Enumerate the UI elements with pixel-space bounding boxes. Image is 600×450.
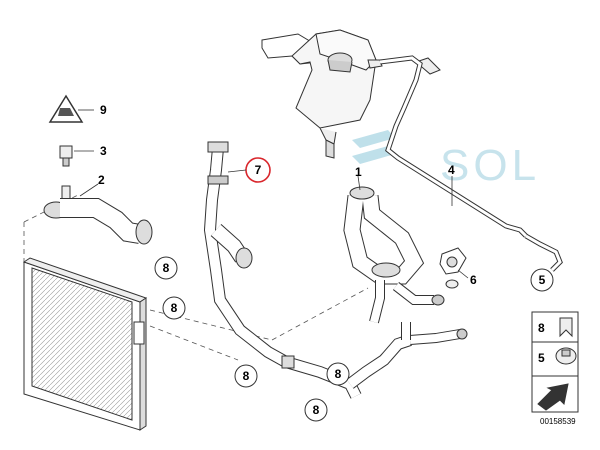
callout-5: 5 bbox=[539, 273, 546, 287]
callout-8a-circle bbox=[154, 256, 178, 280]
callout-8b-circle bbox=[162, 296, 186, 320]
legend-box bbox=[531, 311, 579, 413]
callout-8d-circle bbox=[326, 362, 350, 386]
callout-7: 7 bbox=[255, 163, 262, 177]
hose-2 bbox=[43, 185, 153, 245]
callout-8b: 8 bbox=[171, 301, 178, 315]
hose-7 bbox=[203, 141, 468, 399]
callout-9: 9 bbox=[100, 103, 107, 117]
callout-8a: 8 bbox=[163, 261, 170, 275]
callout-1: 1 bbox=[355, 165, 362, 179]
callout-8e: 8 bbox=[313, 403, 320, 417]
callout-8c-circle bbox=[234, 364, 258, 388]
hose-1 bbox=[343, 186, 445, 324]
watermark-logo bbox=[352, 130, 395, 164]
callout-3: 3 bbox=[100, 144, 107, 158]
leader-lines bbox=[74, 109, 469, 279]
callout-4: 4 bbox=[448, 163, 455, 177]
warning-triangle-icon bbox=[48, 94, 84, 123]
callout-2: 2 bbox=[98, 173, 105, 187]
hose-4 bbox=[379, 55, 563, 272]
callout-5-circle bbox=[530, 268, 554, 292]
expansion-tank bbox=[261, 29, 383, 159]
callout-8c: 8 bbox=[243, 369, 250, 383]
callout-8e-circle bbox=[304, 398, 328, 422]
clip-icon bbox=[559, 317, 573, 338]
legend-item-8: 8 bbox=[538, 321, 545, 335]
doc-number: 00158539 bbox=[540, 417, 576, 426]
watermark: SOL bbox=[352, 130, 540, 190]
callout-8d: 8 bbox=[335, 367, 342, 381]
clip-6 bbox=[439, 247, 467, 289]
radiator bbox=[22, 257, 148, 431]
arrow-icon bbox=[537, 383, 569, 411]
sensor-3 bbox=[59, 145, 73, 167]
callout-6: 6 bbox=[470, 273, 477, 287]
legend-item-5: 5 bbox=[538, 351, 545, 365]
callout-labels bbox=[154, 157, 554, 422]
watermark-text: SOL bbox=[440, 141, 540, 190]
